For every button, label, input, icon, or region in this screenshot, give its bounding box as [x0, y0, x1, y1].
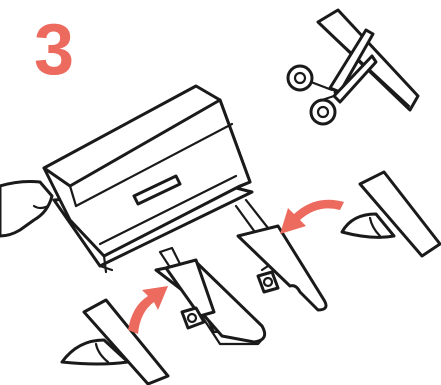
- adhesive-strip-right: [342, 172, 440, 256]
- scissors-cutting-tape: [288, 10, 418, 124]
- curved-arrow-icon: [128, 286, 168, 334]
- scissors-icon: [288, 30, 376, 124]
- hand-outline: [0, 182, 52, 237]
- curved-arrow-icon: [280, 200, 344, 234]
- step-number: 3: [34, 14, 74, 86]
- device: [44, 86, 252, 272]
- adhesive-strip-bottom-left: [62, 300, 168, 384]
